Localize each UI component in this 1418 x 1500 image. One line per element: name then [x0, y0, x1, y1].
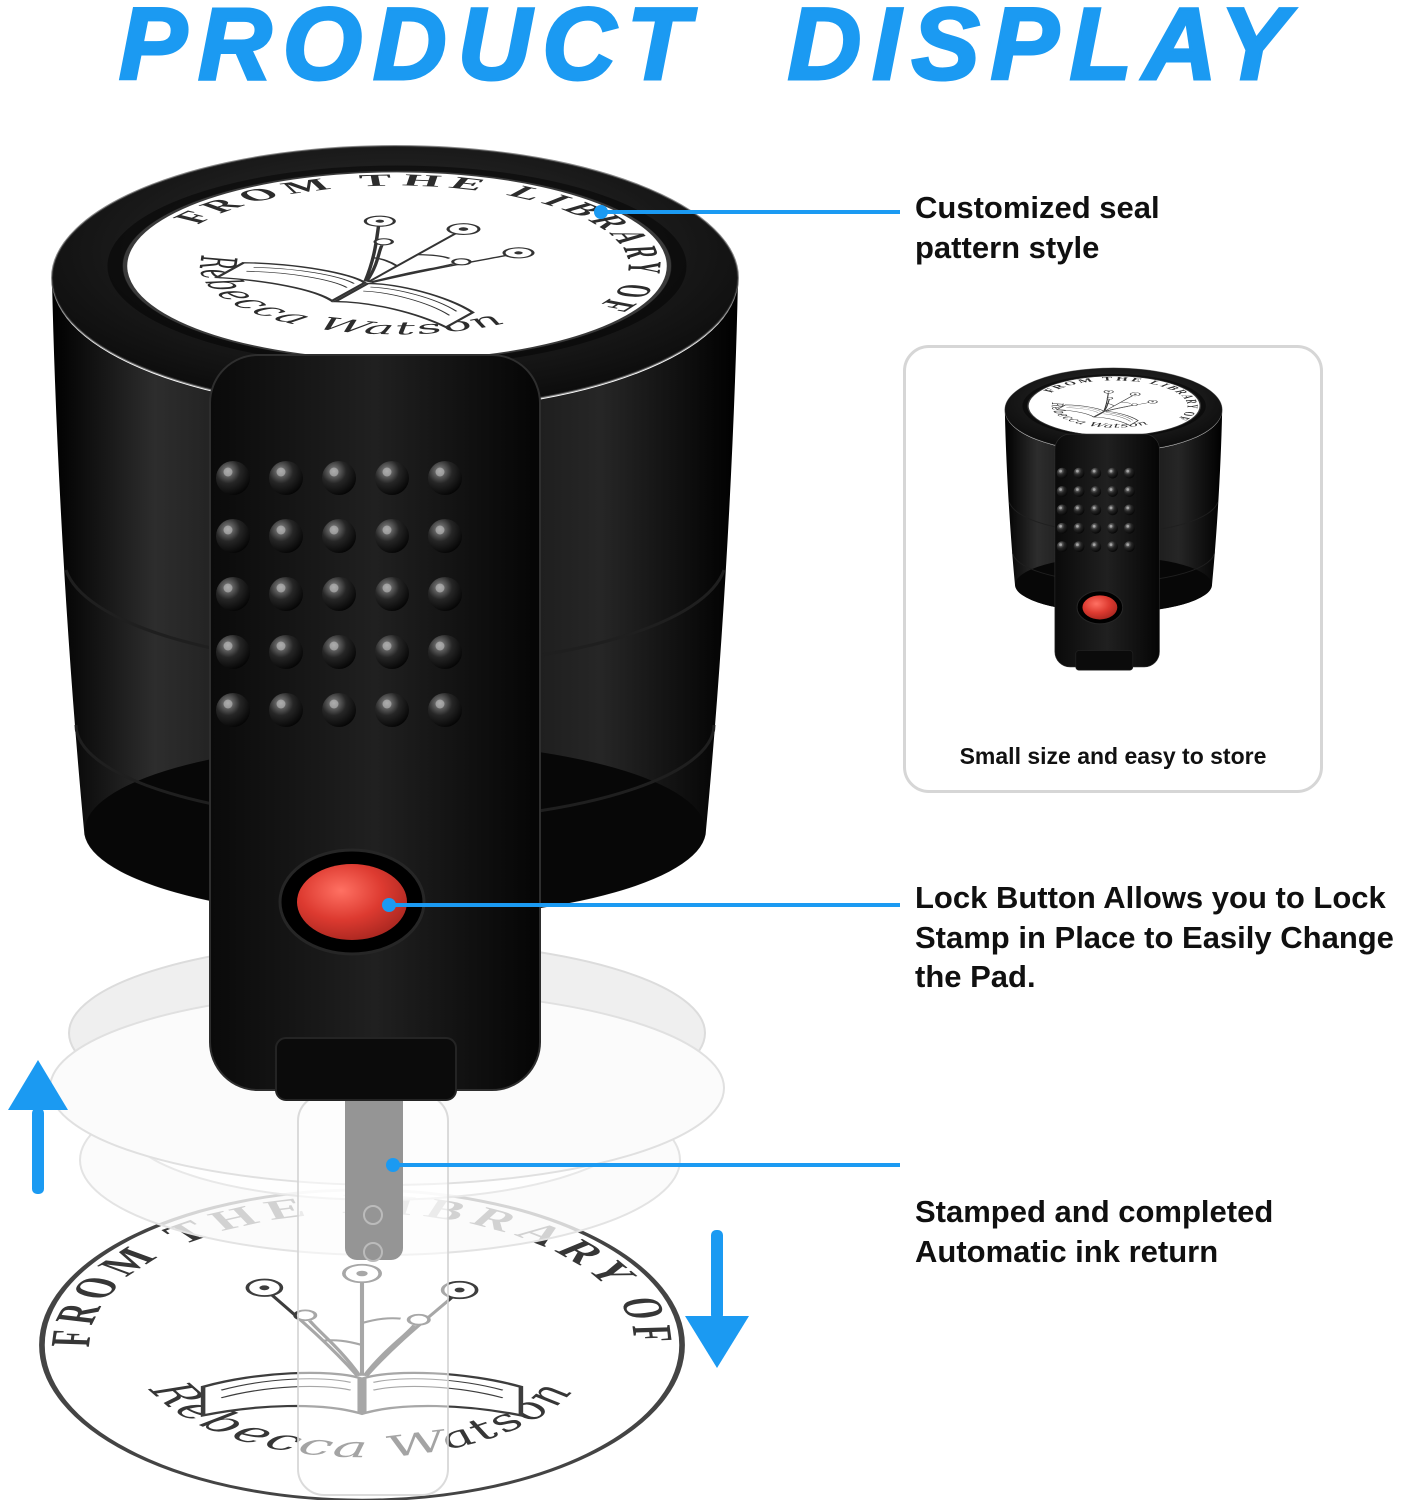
target-dot-icon — [382, 898, 396, 912]
callout-line-ink-return — [386, 1158, 900, 1172]
clear-positioning-strip — [297, 1094, 449, 1496]
stamp-device — [20, 140, 776, 1100]
target-dot-icon — [594, 205, 608, 219]
stamp-photo — [15, 140, 875, 1500]
callout-seal-pattern-label: Customized seal pattern style — [915, 190, 1160, 265]
callout-line-seal-pattern — [594, 205, 900, 219]
callout-line-lock-button — [382, 898, 900, 912]
page-title: PRODUCT DISPLAY — [117, 0, 1300, 103]
up-arrow-icon — [8, 1060, 68, 1194]
small-size-card: Small size and easy to store — [903, 345, 1323, 793]
target-dot-icon — [386, 1158, 400, 1172]
stamp-device — [1001, 366, 1226, 670]
callout-lock-button-label: Lock Button Allows you to Lock Stamp in … — [915, 880, 1394, 995]
callout-ink-return-label: Stamped and completed Automatic ink retu… — [915, 1194, 1274, 1269]
mini-stamp-photo — [1001, 366, 1226, 705]
small-size-caption: Small size and easy to store — [959, 743, 1267, 769]
down-arrow-icon — [685, 1230, 749, 1368]
